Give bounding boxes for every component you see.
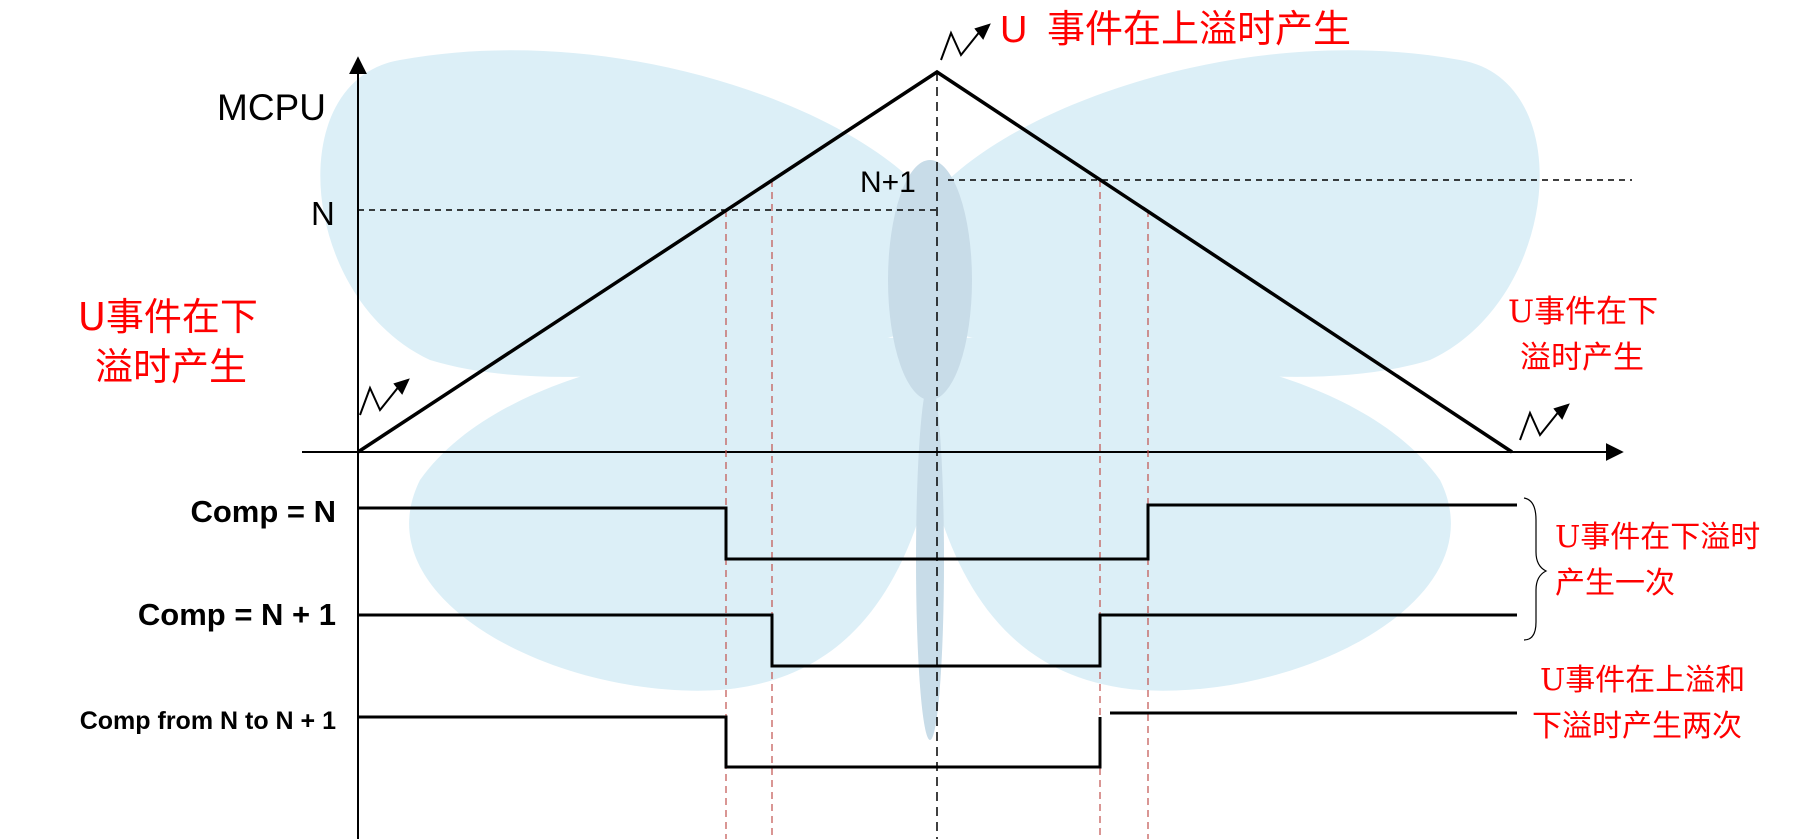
group-annotation-line1: U事件在下溢时: [1555, 520, 1760, 555]
group-annotation-line2: 产生一次: [1555, 566, 1675, 601]
comp-n-to-n1-before-waveform: [358, 715, 1102, 769]
underflow-left-line1: U事件在下: [78, 295, 258, 339]
brace-bracket: [1523, 497, 1548, 641]
both-annotation-line1: U事件在上溢和: [1540, 663, 1745, 698]
y-axis-label: MCPU: [217, 87, 326, 128]
overflow-top-annotation: U 事件在上溢时产生: [1000, 7, 1351, 51]
underflow-right-line1: U事件在下: [1508, 294, 1658, 330]
overflow-top-text: 事件在上溢时产生: [1047, 7, 1351, 51]
underflow-right-line2: 溢时产生: [1520, 340, 1644, 376]
level-n1-label: N+1: [860, 166, 916, 199]
counter-triangle-waveform: [357, 69, 1513, 454]
comp-n-to-n1-label: Comp from N to N + 1: [80, 707, 336, 735]
lightning-arrow-icon: [359, 378, 410, 416]
lightning-arrow-icon: [940, 23, 991, 61]
level-n-label: N: [311, 195, 335, 232]
comp-n-waveform: [358, 503, 1517, 561]
overflow-top-prefix: U: [1000, 9, 1027, 51]
butterfly-watermark: [320, 50, 1540, 740]
comp-n-label: Comp = N: [190, 494, 336, 529]
both-annotation-line2: 下溢时产生两次: [1532, 709, 1742, 744]
comp-n1-waveform: [358, 613, 1517, 668]
comp-n1-label: Comp = N + 1: [138, 597, 336, 632]
lightning-arrow-icon: [1519, 403, 1570, 441]
underflow-left-line2: 溢时产生: [95, 345, 247, 389]
